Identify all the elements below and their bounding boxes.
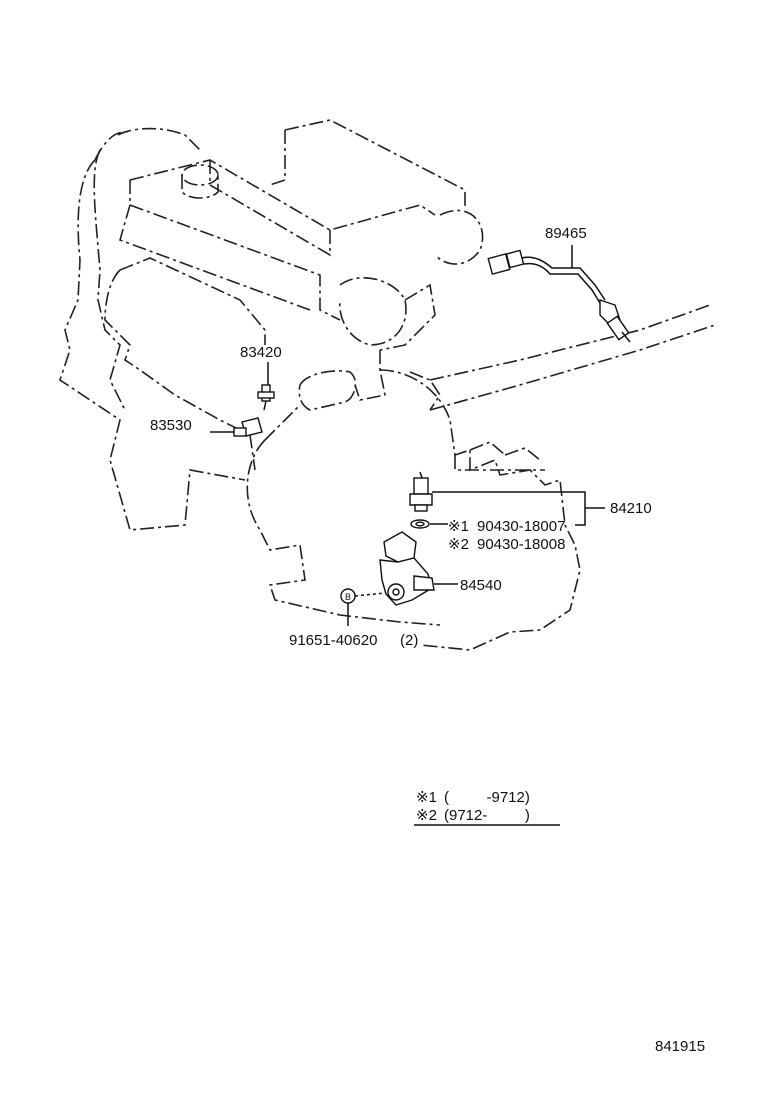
washer-number-2: 90430-18008 — [477, 536, 565, 553]
legend-range-1: ( -9712) — [444, 789, 530, 806]
washer-number-1: 90430-18007 — [477, 518, 565, 535]
legend-range-2: (9712- ) — [444, 807, 530, 824]
sensor-84210-part[interactable] — [409, 471, 433, 512]
washer-marker-2: ※2 — [448, 536, 469, 553]
part-number-84210: 84210 — [610, 500, 652, 517]
part-number-83530: 83530 — [150, 417, 192, 434]
sensor-83420-part[interactable] — [257, 384, 275, 411]
engine-outline — [59, 119, 716, 651]
bolt-symbol-letter: B — [345, 592, 351, 602]
part-number-89465: 89465 — [545, 225, 587, 242]
bolt-symbol[interactable]: B — [340, 588, 356, 604]
legend-marker-1: ※1 — [416, 789, 437, 806]
figure-code: 841915 — [655, 1038, 705, 1055]
oxygen-sensor-part[interactable] — [487, 249, 631, 343]
washer-marker-1: ※1 — [448, 518, 469, 535]
switch-83530-part[interactable] — [230, 417, 263, 437]
legend: ※1 ( -9712) ※2 (9712- ) — [414, 789, 560, 826]
bolt-dash-line — [354, 592, 386, 597]
part-number-83420: 83420 — [240, 344, 282, 361]
washer-part[interactable] — [410, 519, 430, 529]
sensor-84540-part[interactable] — [379, 531, 435, 606]
legend-marker-2: ※2 — [416, 807, 437, 824]
bolt-number: 91651-40620 — [289, 632, 377, 649]
part-number-84540: 84540 — [460, 577, 502, 594]
bolt-qty: (2) — [400, 632, 418, 649]
